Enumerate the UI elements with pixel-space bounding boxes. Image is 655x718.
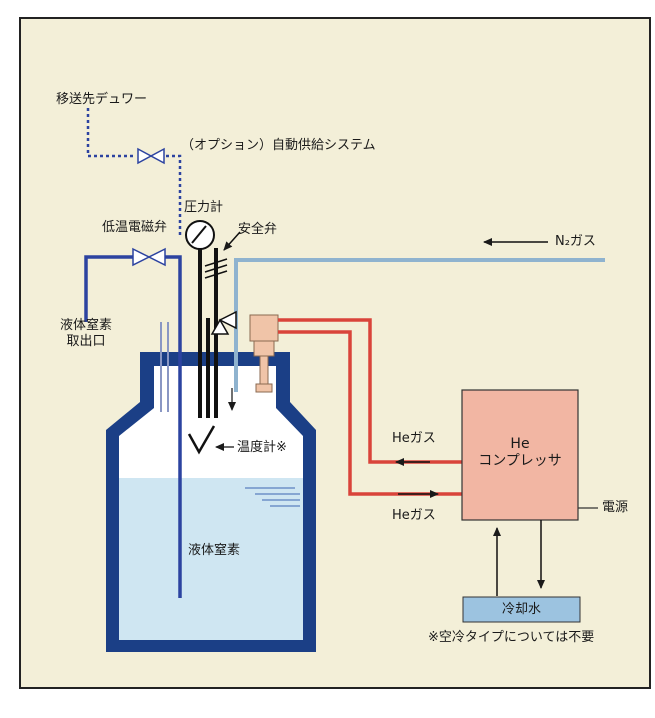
cold-head — [249, 314, 279, 342]
ln2-outlet-label-line2: 取出口 — [66, 333, 106, 349]
solenoid-valve-label: 低温電磁弁 — [102, 220, 168, 235]
safety-valve-arrow — [223, 231, 241, 251]
optional-auto-supply-label: （オプション）自動供給システム — [181, 138, 376, 153]
cold-head-finger — [259, 355, 269, 387]
transfer-dewar-label: 移送先デュワー — [56, 92, 148, 107]
n2-gas-label: N₂ガス — [555, 234, 596, 249]
power-supply-label: 電源 — [602, 500, 629, 515]
dewar-internal-tubes — [160, 322, 169, 412]
cooling-water-label: 冷却水 — [501, 602, 541, 617]
he-gas-bottom-label: Heガス — [392, 508, 436, 523]
thermometer-label: 温度計※ — [237, 440, 287, 455]
optional-transfer-line — [86, 108, 182, 236]
thermometer-icon — [187, 425, 216, 455]
cooling-water-box — [462, 596, 581, 623]
gauge-needle — [191, 225, 207, 244]
liquid-surface-ripples — [245, 487, 300, 507]
cold-head-body — [253, 340, 275, 357]
ln2-outlet-label: 液体窒素 取出口 — [50, 318, 122, 349]
air-cooled-note: ※空冷タイプについては不要 — [428, 630, 595, 645]
cold-head-tip — [255, 383, 273, 393]
he-compressor — [461, 389, 579, 521]
compressor-label-line2: コンプレッサ — [478, 452, 562, 469]
compressor-label-line1: He — [510, 436, 530, 452]
n2-gas-line — [234, 258, 605, 392]
check-valve-icon — [210, 310, 237, 335]
compressor-label: He コンプレッサ — [462, 436, 578, 470]
he-gas-top-label: Heガス — [392, 431, 436, 446]
liquid-nitrogen-label: 液体窒素 — [188, 543, 241, 558]
liquid-nitrogen-fill — [119, 478, 303, 640]
ln2-outlet-label-line1: 液体窒素 — [59, 318, 112, 333]
safety-valve-icon — [204, 258, 228, 279]
ln2-outlet-line — [84, 255, 182, 598]
pressure-gauge-label: 圧力計 — [184, 200, 224, 215]
optional-valve-icon — [137, 147, 165, 165]
safety-valve-label: 安全弁 — [238, 222, 278, 237]
pressure-gauge-icon — [185, 220, 215, 250]
solenoid-valve-icon — [132, 247, 166, 267]
